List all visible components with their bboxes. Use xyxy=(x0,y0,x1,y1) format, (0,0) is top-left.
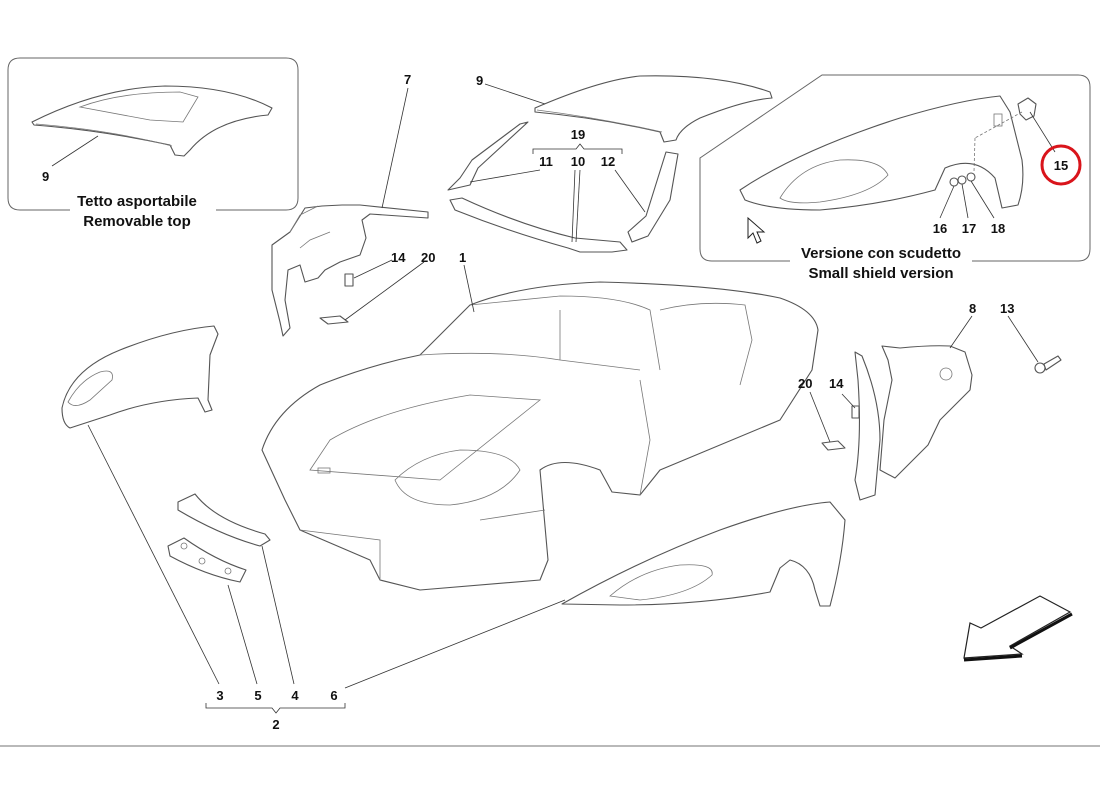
caption-removable-top-en: Removable top xyxy=(83,213,191,230)
callout-14-right: 14 xyxy=(829,376,844,391)
left-side-panel-part[interactable] xyxy=(271,204,429,337)
caption-small-shield-en: Small shield version xyxy=(808,265,953,282)
callout-6: 6 xyxy=(330,688,337,703)
callout-2: 2 xyxy=(272,717,279,732)
callout-20-left: 20 xyxy=(421,250,435,265)
rear-fender-part[interactable] xyxy=(561,501,846,607)
callout-17: 17 xyxy=(962,221,976,236)
callout-1: 1 xyxy=(459,250,466,265)
callout-5: 5 xyxy=(254,688,261,703)
caption-removable-top-it: Tetto asportabile xyxy=(77,193,197,210)
callout-10: 10 xyxy=(571,154,585,169)
inset-frame xyxy=(699,74,1091,262)
callout-12: 12 xyxy=(601,154,615,169)
callout-16: 16 xyxy=(933,221,947,236)
pad-20-right[interactable] xyxy=(821,440,846,451)
front-fender-part[interactable] xyxy=(61,325,219,429)
callout-3: 3 xyxy=(216,688,223,703)
caption-small-shield-it: Versione con scudetto xyxy=(801,245,961,262)
right-side-panel-part[interactable] xyxy=(854,345,973,501)
bottom-divider xyxy=(0,745,1100,747)
body-shell-part[interactable] xyxy=(261,281,819,591)
washer-17[interactable] xyxy=(957,175,967,185)
nut-18[interactable] xyxy=(966,172,976,182)
callout-9-inset: 9 xyxy=(42,169,49,184)
callout-11: 11 xyxy=(539,154,553,169)
callout-15[interactable]: 15 xyxy=(1054,158,1068,173)
callout-4: 4 xyxy=(291,688,299,703)
bolt-13-part[interactable] xyxy=(1034,355,1062,374)
callout-19: 19 xyxy=(571,127,585,142)
roof-panel-part[interactable] xyxy=(534,75,773,143)
arrow-down-left-icon xyxy=(963,595,1073,662)
bracket-5-part[interactable] xyxy=(167,537,247,583)
bracket-4-part[interactable] xyxy=(177,493,271,547)
callout-20-right: 20 xyxy=(798,376,812,391)
callout-8: 8 xyxy=(969,301,976,316)
b-pillar-part[interactable] xyxy=(627,151,679,243)
inset-removable-top: 9 Tetto asportabile Removable top xyxy=(7,57,299,230)
callout-7: 7 xyxy=(404,72,411,87)
callout-18: 18 xyxy=(991,221,1005,236)
callout-13: 13 xyxy=(1000,301,1014,316)
callout-9: 9 xyxy=(476,73,483,88)
callout-14-left: 14 xyxy=(391,250,406,265)
removable-top-part[interactable] xyxy=(31,85,273,157)
clip-14-left[interactable] xyxy=(344,273,354,287)
clip-14-right[interactable] xyxy=(851,405,860,419)
washer-16[interactable] xyxy=(949,177,959,187)
highlight-circle xyxy=(1040,144,1082,186)
a-pillar-part[interactable] xyxy=(447,121,529,191)
pad-20-left[interactable] xyxy=(319,315,349,325)
windshield-frame-part[interactable] xyxy=(449,197,628,253)
rear-fender-shield-part[interactable] xyxy=(739,95,1024,211)
mouse-cursor-icon xyxy=(747,216,766,244)
inset-small-shield: 16 17 18 15 Versione con scudetto Small … xyxy=(699,74,1091,282)
inset-frame xyxy=(7,57,299,211)
